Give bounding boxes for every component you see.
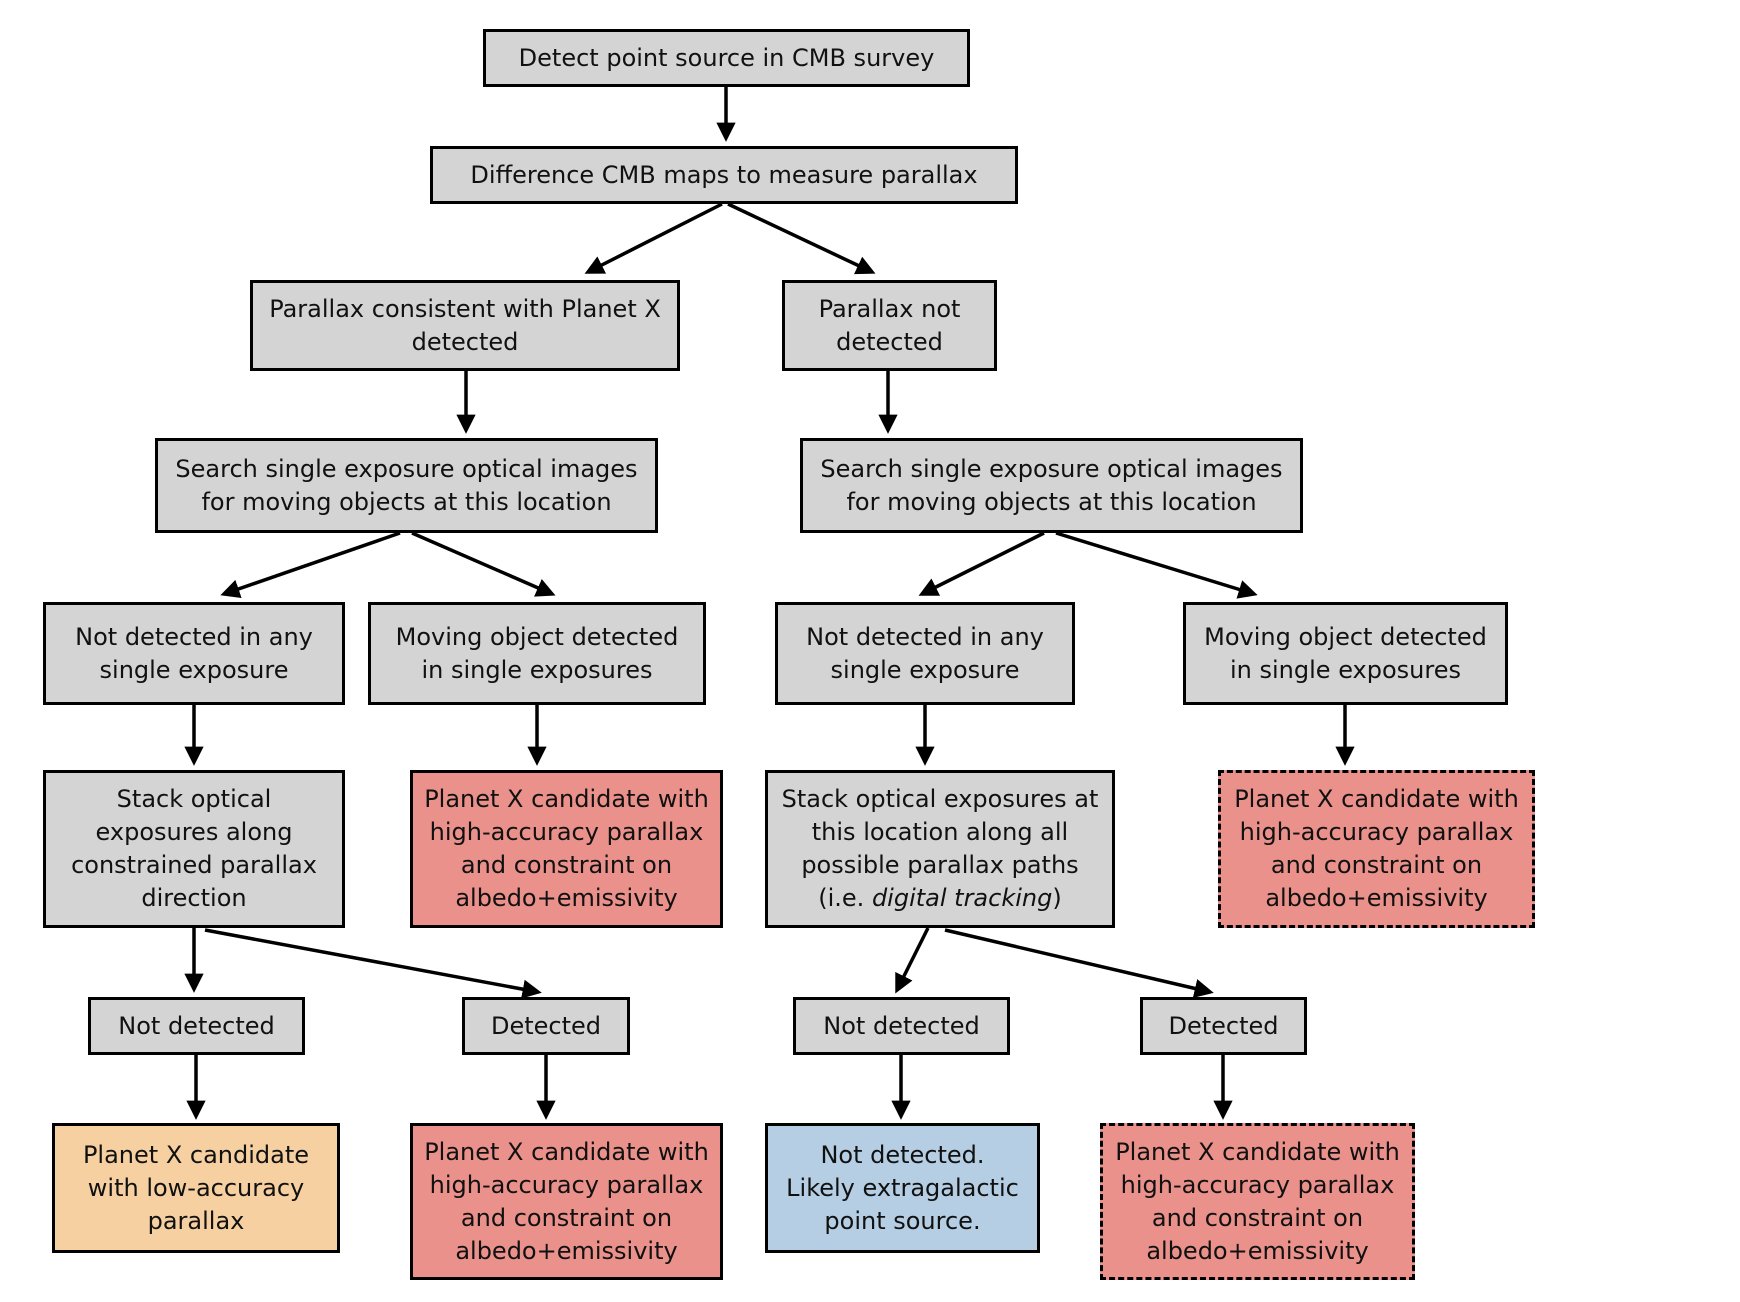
node-text: Search single exposure optical images — [175, 454, 638, 483]
node-moving-object-left: Moving object detected in single exposur… — [368, 602, 706, 705]
node-search-single-exposure-right: Search single exposure optical images fo… — [800, 438, 1303, 533]
node-text: high-accuracy parallax — [1120, 1170, 1395, 1199]
arrow-searchleft-to-movingobject — [411, 531, 556, 597]
node-text: Moving object detected — [1204, 622, 1487, 651]
node-difference-cmb-maps: Difference CMB maps to measure parallax — [430, 146, 1018, 204]
node-text: detected — [836, 327, 943, 356]
node-text: this location along all — [811, 818, 1069, 846]
node-text: Difference CMB maps to measure parallax — [470, 160, 978, 189]
node-text: high-accuracy parallax — [1239, 818, 1514, 846]
node-text-prefix: (i.e. — [818, 884, 872, 912]
node-text: and constraint on — [460, 1203, 673, 1232]
node-not-detected-small-left: Not detected — [88, 997, 305, 1055]
node-search-single-exposure-left: Search single exposure optical images fo… — [155, 438, 658, 533]
node-text: point source. — [824, 1206, 981, 1235]
node-text: Planet X candidate with — [1115, 1137, 1400, 1166]
node-text: for moving objects at this location — [201, 487, 612, 516]
node-text: albedo+emissivity — [455, 884, 678, 912]
node-text: and constraint on — [1151, 1203, 1364, 1232]
node-text: Detected — [490, 1011, 602, 1040]
node-text: and constraint on — [460, 851, 673, 879]
node-text: Search single exposure optical images — [820, 454, 1283, 483]
node-planet-x-low-accuracy: Planet X candidate with low-accuracy par… — [52, 1123, 340, 1253]
node-text: Planet X candidate with — [424, 785, 709, 813]
node-text: Not detected. — [820, 1140, 985, 1169]
node-text: constrained parallax — [71, 851, 317, 879]
node-text: Planet X candidate — [82, 1140, 310, 1169]
arrow-difference-to-consistent — [584, 202, 723, 274]
node-parallax-consistent: Parallax consistent with Planet X detect… — [250, 280, 680, 371]
node-text: and constraint on — [1270, 851, 1483, 879]
node-text: Parallax not — [818, 294, 961, 323]
node-not-detected-any-left: Not detected in any single exposure — [43, 602, 345, 705]
node-text: Planet X candidate with — [424, 1137, 709, 1166]
node-text: high-accuracy parallax — [429, 818, 704, 846]
arrow-searchleft-to-notdetectedany — [220, 531, 401, 599]
node-text: parallax — [147, 1206, 245, 1235]
node-text: single exposure — [830, 655, 1020, 684]
arrow-difference-to-notdetected — [727, 202, 876, 275]
node-text: high-accuracy parallax — [429, 1170, 704, 1199]
node-text: Likely extragalactic — [786, 1173, 1019, 1202]
node-text: for moving objects at this location — [846, 487, 1257, 516]
arrow-stackright-to-notdetected — [895, 927, 930, 994]
node-text: Moving object detected — [395, 622, 679, 651]
node-text-italic: digital tracking — [871, 884, 1053, 912]
node-text: Detect point source in CMB survey — [518, 43, 935, 72]
node-planet-x-high-accuracy-3: Planet X candidate with high-accuracy pa… — [410, 1123, 723, 1280]
node-planet-x-high-accuracy-2-dashed: Planet X candidate with high-accuracy pa… — [1218, 770, 1535, 928]
node-text-suffix: ) — [1052, 884, 1062, 912]
node-extragalactic-point-source: Not detected. Likely extragalactic point… — [765, 1123, 1040, 1253]
node-moving-object-right: Moving object detected in single exposur… — [1183, 602, 1508, 705]
node-parallax-not-detected: Parallax not detected — [782, 280, 997, 371]
node-text: direction — [141, 884, 247, 912]
arrow-stackleft-to-detected — [204, 928, 542, 999]
node-planet-x-high-accuracy-4-dashed: Planet X candidate with high-accuracy pa… — [1100, 1123, 1415, 1280]
node-text: Stack optical exposures at — [781, 785, 1099, 813]
node-not-detected-any-right: Not detected in any single exposure — [775, 602, 1075, 705]
node-text: Parallax consistent with Planet X — [269, 294, 661, 323]
node-text: possible parallax paths — [801, 851, 1079, 879]
node-planet-x-high-accuracy-1: Planet X candidate with high-accuracy pa… — [410, 770, 723, 928]
node-text: albedo+emissivity — [1265, 884, 1488, 912]
node-text: Not detected in any — [75, 622, 313, 651]
node-text: with low-accuracy — [87, 1173, 305, 1202]
node-text: detected — [411, 327, 519, 356]
node-text: albedo+emissivity — [1146, 1236, 1369, 1265]
node-text: Not detected — [118, 1011, 275, 1040]
node-text: Detected — [1168, 1011, 1279, 1040]
node-text: Planet X candidate with — [1234, 785, 1519, 813]
node-detected-small-right: Detected — [1140, 997, 1307, 1055]
arrow-searchright-to-notdetectedany — [918, 531, 1045, 596]
node-text-digital-tracking: (i.e. digital tracking) — [818, 882, 1061, 915]
arrow-searchright-to-movingobject — [1055, 531, 1258, 599]
node-stack-digital-tracking: Stack optical exposures at this location… — [765, 770, 1115, 928]
node-text: in single exposures — [1230, 655, 1461, 684]
node-text: Not detected in any — [806, 622, 1044, 651]
node-detected-small-left: Detected — [462, 997, 630, 1055]
node-text: Stack optical — [116, 785, 272, 813]
node-stack-constrained-parallax: Stack optical exposures along constraine… — [43, 770, 345, 928]
node-not-detected-small-right: Not detected — [793, 997, 1010, 1055]
node-text: albedo+emissivity — [455, 1236, 678, 1265]
arrow-stackright-to-detected — [944, 928, 1214, 998]
node-text: Not detected — [823, 1011, 980, 1040]
node-detect-point-source: Detect point source in CMB survey — [483, 29, 970, 87]
node-text: exposures along — [95, 818, 293, 846]
node-text: single exposure — [99, 655, 289, 684]
node-text: in single exposures — [421, 655, 653, 684]
